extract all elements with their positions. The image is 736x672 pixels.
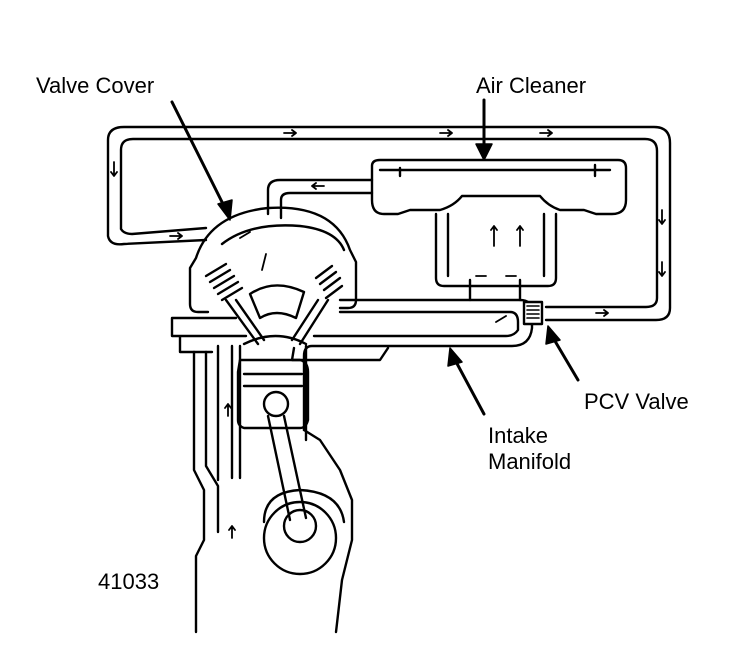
valve-spring-right (314, 264, 344, 300)
throttle-body (434, 212, 558, 302)
valve-spring-left (204, 262, 244, 302)
combustion-chamber (242, 284, 308, 346)
crank-web (262, 488, 346, 524)
label-intake-manifold-line2: Manifold (488, 449, 572, 474)
fresh-air-tube (106, 125, 672, 322)
valve-cover-leader-arrow (170, 100, 230, 216)
label-pcv-valve: PCV Valve (584, 389, 689, 414)
label-intake-manifold-line1: Intake (488, 423, 548, 448)
intake-manifold (290, 298, 534, 432)
label-air-cleaner: Air Cleaner (476, 73, 587, 98)
air-cleaner-housing (370, 158, 628, 216)
flow-arrows (110, 129, 666, 539)
breather-tube (266, 178, 374, 220)
wrist-pin (262, 390, 290, 418)
valve-cover-shape (188, 206, 358, 314)
pcv-leader-arrow (550, 334, 580, 382)
cylinder-bore (216, 344, 308, 482)
piston (236, 358, 310, 430)
valve-stems (224, 298, 330, 346)
figure-number: 41033 (98, 569, 160, 594)
head-deck (170, 316, 248, 354)
intake-manifold-leader-arrow (452, 356, 486, 416)
crank-journal (262, 500, 338, 576)
engine-block (192, 350, 354, 634)
label-valve-cover: Valve Cover (36, 73, 155, 98)
crank-pin (282, 508, 318, 544)
